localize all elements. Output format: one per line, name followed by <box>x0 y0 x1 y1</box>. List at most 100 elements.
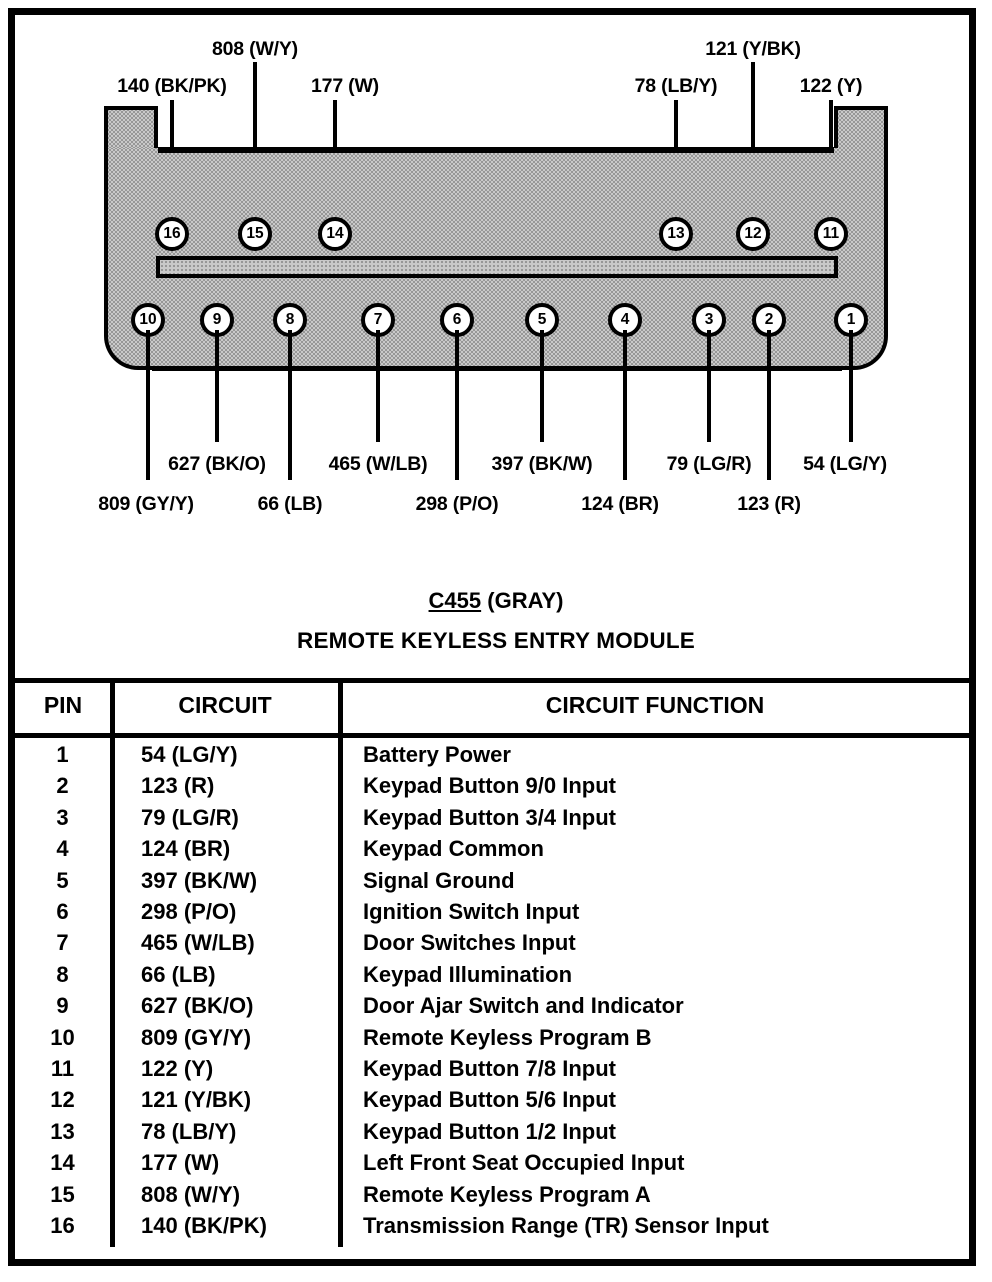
bottom-leader-line <box>540 330 544 442</box>
top-wire-label: 177 (W) <box>311 75 379 97</box>
pin-number: 4 <box>620 311 630 329</box>
table-row[interactable]: 13 78 (LB/Y) Keypad Button 1/2 Input <box>15 1119 969 1150</box>
connector-color-text: (GRAY) <box>487 588 564 613</box>
cell-circuit-function: Ignition Switch Input <box>363 899 580 924</box>
cell-pin: 8 <box>56 961 69 987</box>
cell-pin: 15 <box>50 1181 75 1207</box>
pin-number: 2 <box>764 311 774 329</box>
table-row[interactable]: 7 465 (W/LB) Door Switches Input <box>15 930 969 961</box>
bottom-leader-line <box>849 330 853 442</box>
pin-number: 10 <box>139 311 157 329</box>
table-row[interactable]: 11 122 (Y) Keypad Button 7/8 Input <box>15 1056 969 1087</box>
cell-circuit: 808 (W/Y) <box>141 1181 241 1207</box>
cell-circuit-function: Door Switches Input <box>363 930 576 956</box>
bottom-wire-label: 627 (BK/O) <box>168 453 266 475</box>
cell-pin: 13 <box>50 1118 75 1144</box>
pin-number: 15 <box>246 225 264 243</box>
page-border <box>8 8 976 1266</box>
top-wire-label: 140 (BK/PK) <box>117 75 227 97</box>
cell-pin: 3 <box>56 804 69 830</box>
connector-title: C455 (GRAY) <box>429 588 564 614</box>
cell-circuit-function: Transmission Range (TR) Sensor Input <box>363 1213 769 1238</box>
table-header-circuit: CIRCUIT <box>178 692 272 718</box>
pin-number: 13 <box>667 225 685 243</box>
pin-circle-15: 15 <box>238 217 272 251</box>
cell-circuit: 122 (Y) <box>141 1056 214 1081</box>
bottom-leader-line <box>455 330 459 480</box>
cell-circuit: 298 (P/O) <box>141 899 237 924</box>
module-title: REMOTE KEYLESS ENTRY MODULE <box>297 628 695 653</box>
bottom-leader-line <box>623 330 627 480</box>
cell-pin: 7 <box>56 930 69 956</box>
pin-number: 14 <box>326 225 344 243</box>
bottom-wire-label: 79 (LG/R) <box>666 453 752 475</box>
cell-pin: 12 <box>50 1087 75 1113</box>
pin-number: 12 <box>744 225 762 243</box>
pin-number: 8 <box>285 311 295 329</box>
table-header-rule <box>15 733 969 738</box>
bottom-leader-line <box>376 330 380 442</box>
connector-tab-left <box>104 106 158 152</box>
cell-pin: 14 <box>50 1150 75 1176</box>
cell-circuit: 465 (W/LB) <box>141 930 255 956</box>
table-row[interactable]: 9 627 (BK/O) Door Ajar Switch and Indicato… <box>15 993 969 1024</box>
bottom-leader-line <box>146 330 150 480</box>
connector-bottom-edge <box>152 366 842 371</box>
bottom-wire-label: 54 (LG/Y) <box>803 453 887 475</box>
cell-pin: 16 <box>50 1213 75 1238</box>
pin-number: 9 <box>212 311 222 329</box>
cell-circuit: 121 (Y/BK) <box>141 1087 252 1113</box>
bottom-leader-line <box>215 330 219 442</box>
cell-circuit-function: Remote Keyless Program B <box>363 1024 652 1050</box>
cell-circuit-function: Door Ajar Switch and Indicator <box>363 993 684 1019</box>
table-row[interactable]: 6 298 (P/O) Ignition Switch Input <box>15 899 969 930</box>
connector-keyway-slot <box>156 256 838 278</box>
cell-circuit-function: Keypad Button 1/2 Input <box>363 1118 616 1144</box>
cell-pin: 11 <box>50 1056 75 1081</box>
cell-circuit-function: Keypad Button 5/6 Input <box>363 1087 616 1113</box>
bottom-wire-label: 397 (BK/W) <box>491 453 593 475</box>
pin-circle-14: 14 <box>318 217 352 251</box>
cell-pin: 1 <box>56 742 69 767</box>
cell-circuit: 124 (BR) <box>141 836 231 862</box>
cell-circuit-function: Remote Keyless Program A <box>363 1181 651 1207</box>
pin-circle-11: 11 <box>814 217 848 251</box>
table-row[interactable]: 12 121 (Y/BK) Keypad Button 5/6 Input <box>15 1087 969 1118</box>
bottom-wire-label: 465 (W/LB) <box>328 453 428 475</box>
cell-pin: 9 <box>56 993 69 1019</box>
top-leader-line <box>751 62 755 228</box>
cell-circuit: 627 (BK/O) <box>141 993 254 1019</box>
pin-number: 1 <box>846 311 856 329</box>
cell-circuit: 54 (LG/Y) <box>141 742 238 767</box>
top-leader-line <box>253 62 257 228</box>
cell-circuit: 78 (LB/Y) <box>141 1118 237 1144</box>
bottom-wire-label: 809 (GY/Y) <box>98 493 194 515</box>
table-header-function: CIRCUIT FUNCTION <box>545 692 765 718</box>
pin-circle-12: 12 <box>736 217 770 251</box>
pin-number: 16 <box>163 225 181 243</box>
bottom-leader-line <box>767 330 771 480</box>
cell-pin: 6 <box>56 899 69 924</box>
top-wire-label: 122 (Y) <box>799 75 863 97</box>
cell-circuit-function: Keypad Button 7/8 Input <box>363 1056 616 1081</box>
table-row[interactable]: 15 808 (W/Y) Remote Keyless Program A <box>15 1182 969 1213</box>
cell-circuit-function: Keypad Button 3/4 Input <box>363 804 616 830</box>
cell-circuit: 177 (W) <box>141 1150 220 1176</box>
pin-number: 3 <box>704 311 714 329</box>
top-wire-label: 78 (LB/Y) <box>634 75 718 97</box>
bottom-leader-line <box>288 330 292 480</box>
bottom-wire-label: 298 (P/O) <box>415 493 499 515</box>
pin-number: 11 <box>822 225 840 243</box>
cell-circuit-function: Signal Ground <box>363 867 515 893</box>
pin-number: 6 <box>452 311 462 329</box>
